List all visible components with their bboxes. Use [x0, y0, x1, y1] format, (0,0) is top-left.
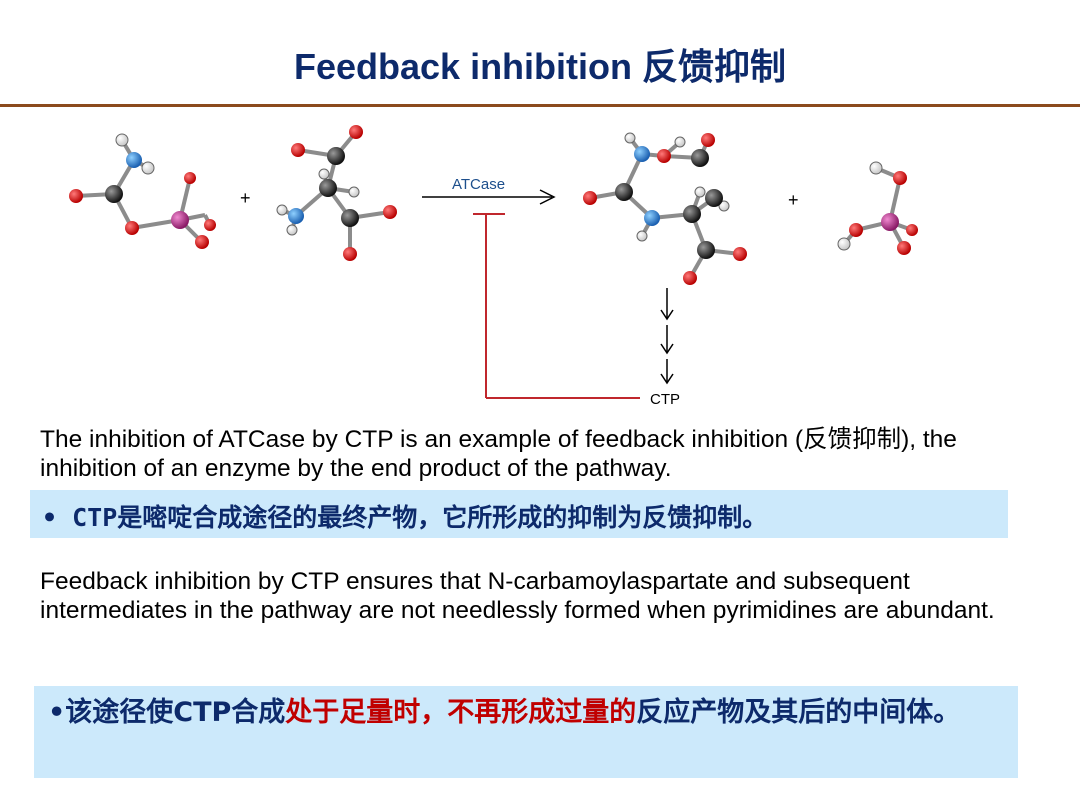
highlight-2-part-3: 反应产物及其后的中间体。	[636, 697, 961, 728]
highlight-2-part-1: •该途径使CTP合成	[48, 697, 286, 728]
phosphate-molecule	[837, 161, 918, 255]
slide-title: Feedback inhibition 反馈抑制	[293, 46, 787, 87]
plus-sign-1: +	[240, 188, 251, 208]
plus-sign-2: +	[788, 190, 799, 210]
ctp-label: CTP	[650, 391, 680, 408]
paragraph-feedback-ensures: Feedback inhibition by CTP ensures that …	[40, 568, 995, 624]
pathway-arrows	[660, 288, 674, 385]
highlight-box-2: •该途径使CTP合成处于足量时，不再形成过量的反应产物及其后的中间体。	[34, 686, 1018, 778]
highlight-text-2: •该途径使CTP合成处于足量时，不再形成过量的反应产物及其后的中间体。	[48, 694, 998, 731]
reaction-arrow	[422, 189, 556, 205]
highlight-2-part-2: 处于足量时，不再形成过量的	[285, 697, 637, 728]
reaction-diagram: + ATCase	[69, 125, 918, 408]
highlight-box-1: • CTP是嘧啶合成途径的最终产物，它所形成的抑制为反馈抑制。	[30, 490, 1008, 538]
aspartate-molecule	[276, 125, 397, 261]
atcase-label: ATCase	[452, 176, 505, 193]
inhibition-line	[473, 213, 640, 399]
title-divider	[0, 104, 1080, 107]
carbamoylaspartate-molecule	[583, 132, 747, 285]
carbamoyl-phosphate-molecule	[69, 133, 216, 249]
highlight-text-1: • CTP是嘧啶合成途径的最终产物，它所形成的抑制为反馈抑制。	[42, 503, 768, 532]
paragraph-inhibition-definition: The inhibition of ATCase by CTP is an ex…	[40, 426, 957, 482]
